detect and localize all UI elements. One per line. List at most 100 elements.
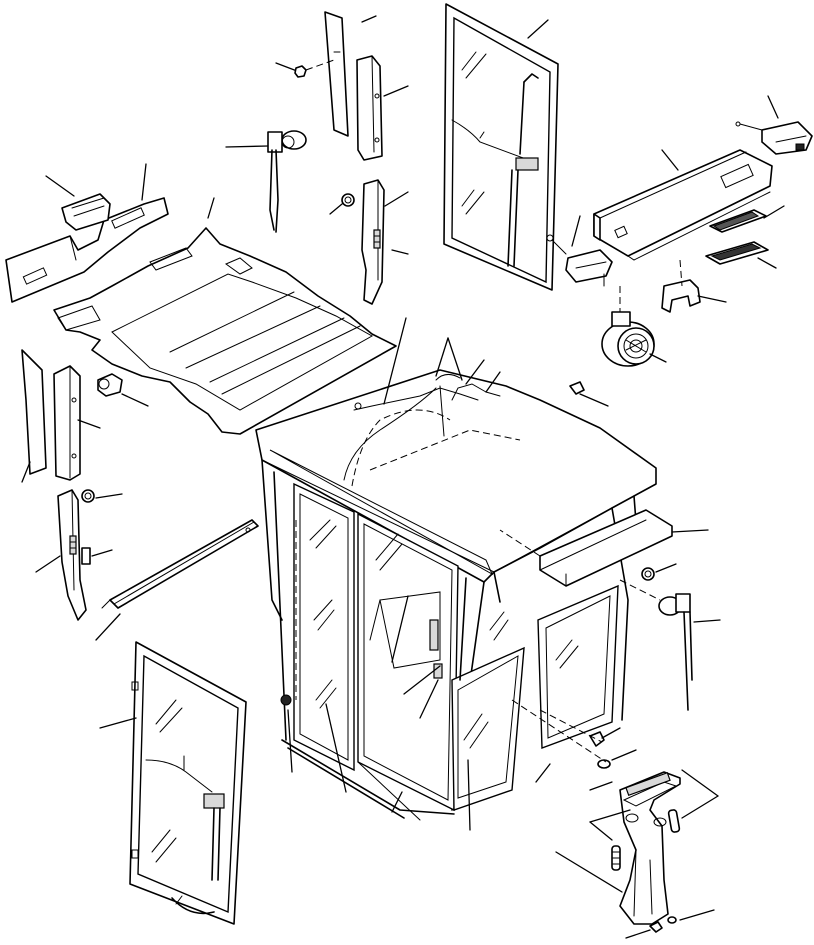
leader-line [435,337,449,377]
leader-line [527,19,549,39]
leader-line [275,62,298,72]
dashed-guide [511,699,607,763]
leader-line [535,763,551,783]
rubber-stopper [97,373,123,397]
leader-line [383,317,407,405]
vent-grille-lower [705,241,769,265]
leader-line [671,529,709,533]
leader-line [757,257,777,269]
leader-line [403,665,441,695]
leader-line [649,353,667,363]
leader-line [589,821,613,841]
duct-fitting [661,279,701,313]
floor-mat [53,227,397,435]
leader-line [45,175,75,197]
leader-line [447,337,463,381]
cab-shell [255,369,657,821]
glass-reflection [151,699,183,863]
controller-box [735,121,813,155]
mount-bracket [61,193,111,231]
nut-bottom [649,916,677,933]
glass-reflection [461,51,487,215]
leader-line [681,769,719,797]
leader-line [225,145,269,148]
leader-line [681,795,719,819]
blower-motor-small [546,234,613,287]
seat-bracket [619,771,681,925]
blower-fan [601,311,655,367]
left-pillar-cover [53,365,81,481]
leader-line [21,461,31,483]
leader-line [361,15,377,23]
leader-line [485,371,501,393]
bolt-part [589,731,605,747]
leader-line [589,809,631,823]
rubber-cushion-right [667,809,681,833]
leader-line [141,163,147,201]
leader-line [579,393,609,407]
grommet-right [641,567,655,581]
leader-line [655,563,677,573]
leader-line [467,759,471,831]
leader-line [661,149,679,171]
side-bracket-plate [5,197,169,303]
grommet-left [81,489,95,503]
leader-line [207,197,215,219]
left-door [129,641,247,925]
leader-line [91,549,113,557]
right-rail [539,509,673,587]
dashed-guide [679,259,683,287]
wiper-motor-rear [658,593,693,711]
leader-line [95,613,121,641]
front-left-window [293,482,355,772]
leader-line [589,781,613,791]
leader-line [383,85,409,97]
leader-line [77,419,101,429]
dashed-guide [499,529,541,557]
grommet-part [341,193,355,207]
leader-line [465,359,485,385]
leader-line [697,295,727,303]
leader-line [121,393,149,407]
nut-part [294,59,335,78]
rear-window [451,646,525,811]
leader-line [763,205,785,219]
leader-line [391,791,403,813]
heater-box [593,149,773,261]
leader-line [679,909,715,921]
leader-line [625,929,651,939]
leader-line [287,709,293,773]
dashed-guide [619,579,661,601]
clip-part [569,381,585,395]
leader-line [325,703,347,793]
wiper-motor-upper [267,130,307,233]
upper-trim-strip-b [356,55,383,161]
left-trim-strip [21,349,47,475]
dashed-guide [539,709,603,743]
leader-line [35,555,61,573]
leader-line [693,619,721,623]
washer-part [597,759,611,769]
leader-line [391,595,409,663]
leader-line [601,727,621,739]
leader-line [611,749,637,761]
leader-line [95,493,123,499]
leader-line [384,191,409,207]
leader-line [571,215,581,247]
right-door [443,3,559,291]
leader-line [555,851,623,893]
leader-line [329,203,343,215]
leader-line [99,717,137,729]
vent-grille-upper [709,209,767,233]
lower-rail [101,519,259,609]
upper-trim-strip-a [324,11,349,137]
glass-reflection [309,519,579,749]
leader-line [419,679,439,719]
rubber-cushion-left [611,845,621,871]
side-window-right [537,584,619,749]
lower-left-pillar [57,489,87,621]
front-right-window [357,512,459,812]
leader-line [767,95,779,119]
